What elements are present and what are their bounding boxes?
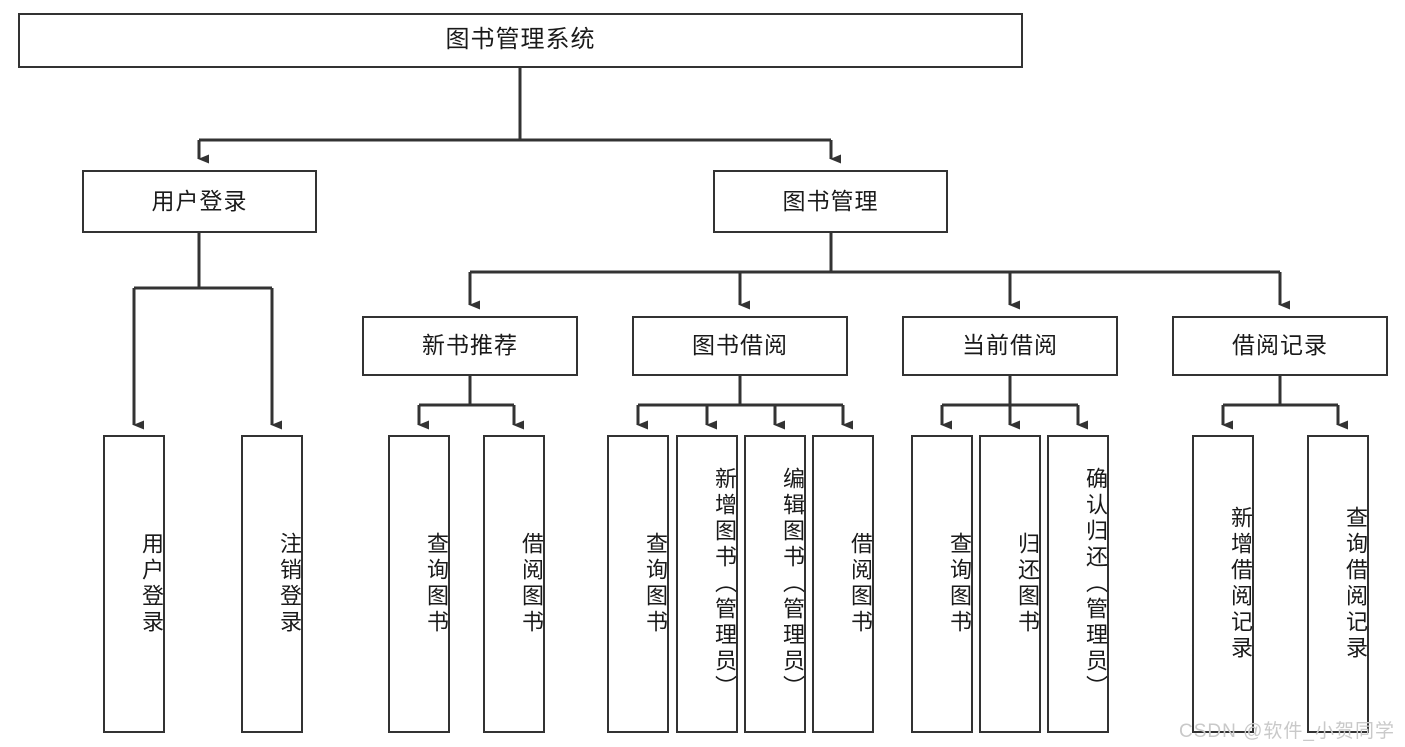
leaf-book-borrow-borrow[interactable]: 借阅图书 <box>812 435 874 733</box>
node-label: 查询图书 <box>947 532 972 636</box>
node-book-borrow[interactable]: 图书借阅 <box>632 316 848 376</box>
leaf-user-login-login[interactable]: 用户登录 <box>103 435 165 733</box>
node-label: 用户登录 <box>139 532 164 636</box>
node-book-management[interactable]: 图书管理 <box>713 170 948 233</box>
node-label: 借阅图书 <box>848 532 873 636</box>
node-label: 新增图书（管理员） <box>712 467 737 701</box>
node-label: 图书借阅 <box>692 332 788 359</box>
leaf-current-borrow-query[interactable]: 查询图书 <box>911 435 973 733</box>
node-current-borrow[interactable]: 当前借阅 <box>902 316 1118 376</box>
leaf-new-book-borrow[interactable]: 借阅图书 <box>483 435 545 733</box>
leaf-book-borrow-query[interactable]: 查询图书 <box>607 435 669 733</box>
node-label: 查询图书 <box>424 532 449 636</box>
node-label: 图书管理系统 <box>445 26 596 54</box>
leaf-borrow-record-query[interactable]: 查询借阅记录 <box>1307 435 1369 733</box>
leaf-new-book-query[interactable]: 查询图书 <box>388 435 450 733</box>
leaf-book-borrow-edit[interactable]: 编辑图书（管理员） <box>744 435 806 733</box>
node-root-library-system[interactable]: 图书管理系统 <box>18 13 1023 68</box>
leaf-user-login-logout[interactable]: 注销登录 <box>241 435 303 733</box>
node-label: 归还图书 <box>1015 532 1040 636</box>
node-label: 查询借阅记录 <box>1343 506 1368 662</box>
node-label: 编辑图书（管理员） <box>780 467 805 701</box>
leaf-book-borrow-add[interactable]: 新增图书（管理员） <box>676 435 738 733</box>
node-label: 注销登录 <box>277 532 302 636</box>
node-label: 查询图书 <box>643 532 668 636</box>
leaf-current-borrow-confirm-return[interactable]: 确认归还（管理员） <box>1047 435 1109 733</box>
leaf-current-borrow-return[interactable]: 归还图书 <box>979 435 1041 733</box>
node-label: 当前借阅 <box>962 332 1058 359</box>
node-label: 确认归还（管理员） <box>1083 467 1108 701</box>
node-label: 新增借阅记录 <box>1228 506 1253 662</box>
node-label: 图书管理 <box>782 187 879 214</box>
node-label: 借阅图书 <box>519 532 544 636</box>
node-new-book-recommend[interactable]: 新书推荐 <box>362 316 578 376</box>
leaf-borrow-record-add[interactable]: 新增借阅记录 <box>1192 435 1254 733</box>
node-user-login[interactable]: 用户登录 <box>82 170 317 233</box>
node-label: 新书推荐 <box>422 332 518 359</box>
csdn-watermark: CSDN @软件_小贺同学 <box>1179 721 1395 742</box>
node-label: 用户登录 <box>151 187 248 214</box>
node-label: 借阅记录 <box>1232 332 1328 359</box>
node-borrow-record[interactable]: 借阅记录 <box>1172 316 1388 376</box>
